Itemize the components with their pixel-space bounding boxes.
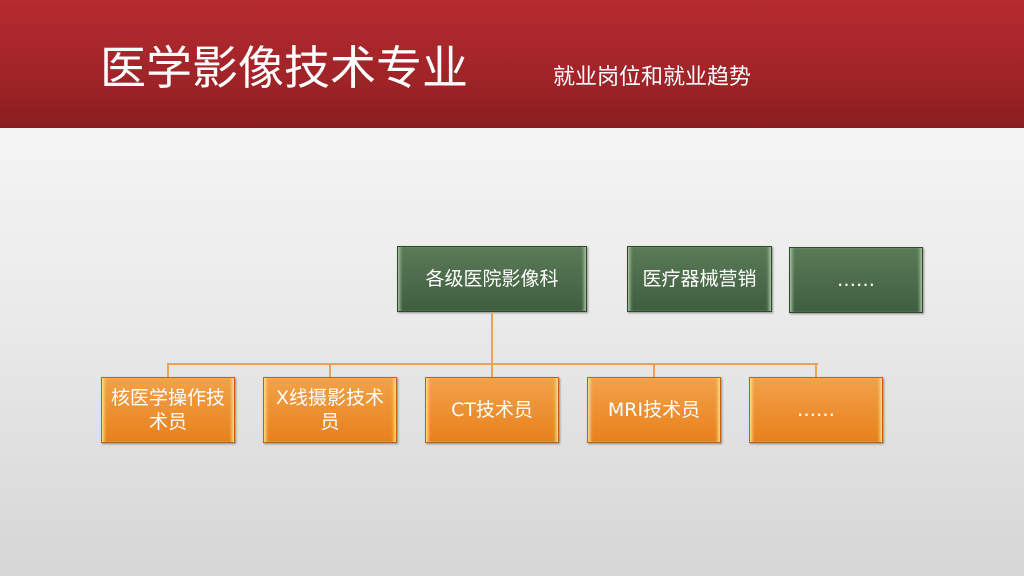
slide-header: 医学影像技术专业 就业岗位和就业趋势: [0, 0, 1024, 128]
org-node-more-tech: ……: [749, 377, 883, 443]
connector-drop: [167, 363, 169, 377]
org-node-ct-tech: CT技术员: [425, 377, 559, 443]
connector-horizontal: [168, 363, 818, 365]
org-node-xray-tech: X线摄影技术员: [263, 377, 397, 443]
org-node-hospital-imaging: 各级医院影像科: [397, 246, 587, 312]
connector-drop: [815, 363, 817, 377]
connector-drop: [329, 363, 331, 377]
slide-subtitle: 就业岗位和就业趋势: [553, 65, 752, 90]
org-node-mri-tech: MRI技术员: [587, 377, 721, 443]
connector-drop: [653, 363, 655, 377]
org-node-device-sales: 医疗器械营销: [627, 246, 772, 312]
connector-vertical: [491, 312, 493, 377]
org-node-nuclear-tech: 核医学操作技术员: [101, 377, 235, 443]
org-node-more: ……: [789, 247, 923, 313]
slide-title: 医学影像技术专业: [100, 41, 468, 95]
